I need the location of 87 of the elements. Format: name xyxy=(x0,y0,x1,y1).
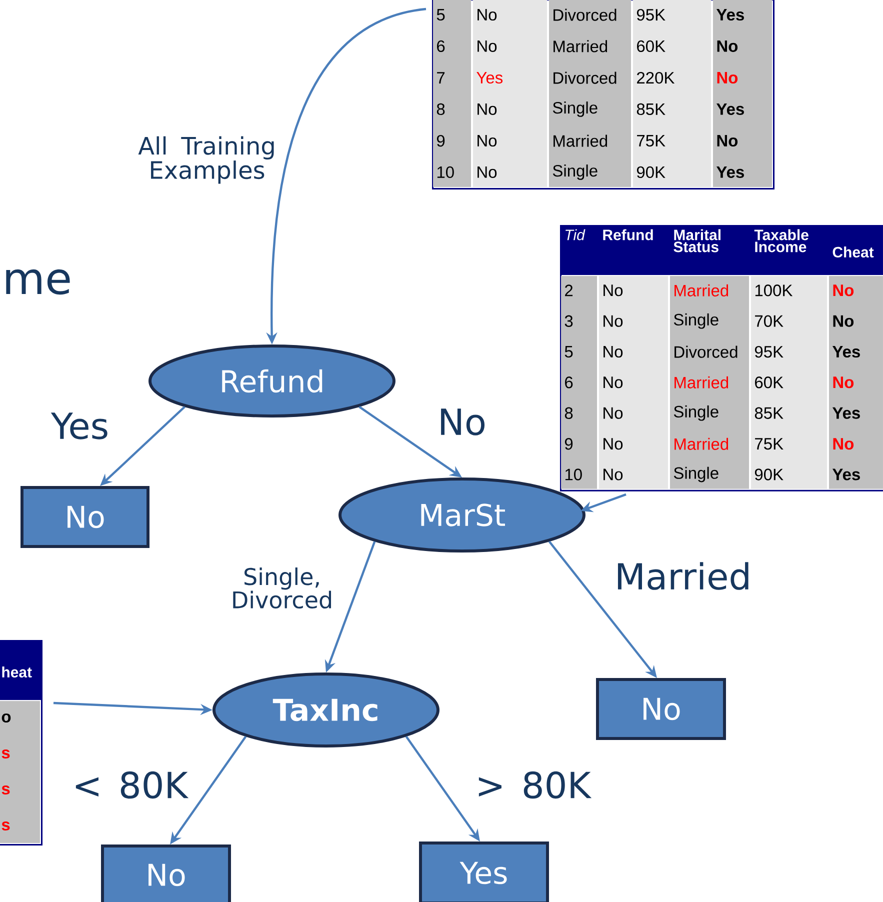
table-cell: No xyxy=(604,376,623,388)
table-cell: Yes xyxy=(832,346,860,358)
table-cell: No xyxy=(604,468,623,480)
table-cell: Single xyxy=(552,164,598,180)
table-cell: Single xyxy=(674,466,718,482)
edge-label: Single, Divorced xyxy=(233,567,331,609)
table-cell: 2 xyxy=(565,284,573,296)
table-cell: 7 xyxy=(437,72,445,84)
table-cell: 85K xyxy=(636,103,666,116)
table-cell: 85K xyxy=(754,407,784,419)
table-cell: No xyxy=(833,315,854,327)
table-cell: 100K xyxy=(755,284,793,296)
table-cell: 8 xyxy=(564,407,573,419)
edge-label: No xyxy=(441,408,484,436)
table-cell: 90K xyxy=(754,468,784,480)
table-cell: No xyxy=(717,135,738,147)
edge-label: > 80K xyxy=(478,771,592,799)
table-cell: No xyxy=(604,284,623,296)
table-cell: No xyxy=(478,103,497,115)
edge-label: Married xyxy=(618,562,748,590)
table-cell: Yes xyxy=(716,166,744,178)
header-cell: Marital Status xyxy=(674,229,720,252)
table-cell: Married xyxy=(674,376,728,388)
table-cell: Married xyxy=(674,438,728,450)
table-cell: 60K xyxy=(755,376,784,388)
table-cell: No xyxy=(478,9,497,21)
table-cell: 95K xyxy=(754,346,784,358)
edge-label: < 80K xyxy=(76,771,189,799)
table-cell: 10 xyxy=(565,468,582,480)
table-cell: No xyxy=(604,315,623,327)
table-cell: 60K xyxy=(637,40,666,52)
edge-label: Yes xyxy=(50,412,108,440)
table-cell: 6 xyxy=(565,376,573,388)
table-cell: No xyxy=(833,376,854,388)
table-cell: 5 xyxy=(436,9,445,21)
leaf-box: No xyxy=(101,844,231,902)
table-cell: No xyxy=(604,346,623,358)
table-cell: Divorced xyxy=(554,8,616,21)
table-cell: No xyxy=(478,135,497,147)
table-cell: s xyxy=(2,785,10,795)
table-cell: 3 xyxy=(564,315,573,327)
header-cell: Taxable Income xyxy=(754,229,808,252)
table-cell: Yes xyxy=(476,72,503,84)
table-cell: 90K xyxy=(636,166,666,178)
table-cell: Married xyxy=(554,40,608,52)
table-cell: 75K xyxy=(755,438,784,450)
table-cell: Divorced xyxy=(674,346,738,358)
edge-label: All Training Examples xyxy=(138,136,274,184)
table-cell: No xyxy=(478,166,497,178)
table-cell: 220K xyxy=(637,72,675,84)
header-cell: Refund xyxy=(603,229,653,240)
table-cell: No xyxy=(717,72,738,84)
table-cell: s xyxy=(2,749,10,759)
table-cell: o xyxy=(2,713,11,723)
table-cell: No xyxy=(604,438,623,450)
table-cell: 5 xyxy=(564,346,573,358)
leaf-box: No xyxy=(596,678,726,740)
leaf-box: No xyxy=(20,486,150,548)
header-cell: heat xyxy=(2,666,32,678)
title-fragment: me xyxy=(6,269,70,295)
table-cell: Yes xyxy=(716,9,744,21)
table-cell: 10 xyxy=(437,166,454,178)
table-cell: Yes xyxy=(832,468,860,480)
table-cell: 9 xyxy=(564,438,573,450)
table-cell: Single xyxy=(674,405,718,421)
table-cell: Yes xyxy=(832,407,860,419)
header-cell: Cheat xyxy=(832,246,874,258)
table-cell: Yes xyxy=(716,103,744,115)
table-cell: 8 xyxy=(436,103,445,116)
table-cell: Single xyxy=(674,313,718,329)
table-cell: 9 xyxy=(436,134,445,147)
table-cell: 70K xyxy=(755,315,784,327)
table-cell: No xyxy=(604,407,623,419)
table-cell: s xyxy=(2,821,10,831)
table-cell: No xyxy=(833,284,854,296)
header-cell: Tid xyxy=(566,229,586,240)
table-cell: No xyxy=(833,438,854,450)
table-cell: No xyxy=(478,40,497,52)
table-cell: Married xyxy=(554,134,608,147)
table-cell: 6 xyxy=(437,40,445,52)
table-cell: 75K xyxy=(637,135,666,147)
table-cell: No xyxy=(717,40,738,52)
table-cell: Married xyxy=(674,284,728,296)
table-cell: Divorced xyxy=(554,72,616,84)
leaf-box: Yes xyxy=(419,842,549,902)
table-cell: Single xyxy=(552,102,598,117)
table-cell: 95K xyxy=(636,8,666,21)
